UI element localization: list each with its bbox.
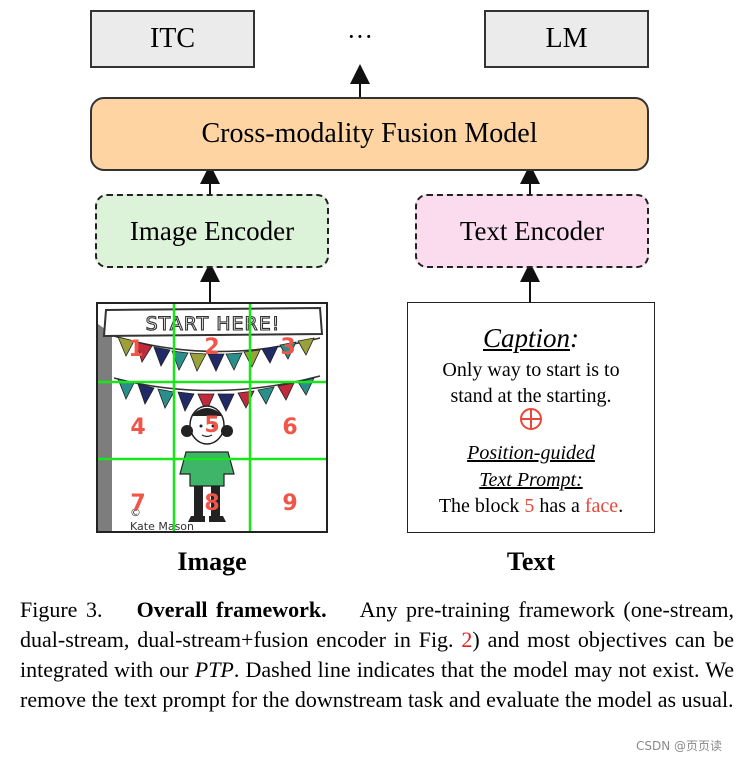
- image-encoder-label: Image Encoder: [129, 215, 295, 246]
- caption-line-1: Only way to start is to: [442, 359, 620, 381]
- sign-text: START HERE!: [146, 313, 281, 335]
- circled-plus-icon: [520, 408, 542, 430]
- figure-caption: Figure 3. Overall framework. Any pre-tra…: [20, 597, 734, 712]
- patch-number-9: 9: [282, 491, 297, 516]
- wall-shadow: [98, 324, 112, 531]
- girl-shirt: [179, 451, 235, 487]
- text-panel-label: Text: [506, 547, 556, 576]
- pennants-row-1: [117, 336, 315, 372]
- patch-number-4: 4: [130, 415, 145, 440]
- lm-objective-box: LM: [484, 10, 649, 68]
- image-encoder-box: Image Encoder: [95, 194, 329, 268]
- caption-title: Caption:: [482, 323, 579, 353]
- itc-objective-box: ITC: [90, 10, 255, 68]
- patch-numbers: 1 2 3 4 5 6 7 8 9: [128, 335, 297, 516]
- figure-number: Figure 3.: [20, 597, 103, 622]
- caption-line-2: stand at the starting.: [450, 385, 612, 407]
- patch-grid: [98, 304, 326, 531]
- prompt-title-line-1: Position-guided: [467, 442, 595, 464]
- text-input-panel: Caption: Only way to start is to stand a…: [407, 302, 655, 533]
- cartoon-illustration: START HERE!: [98, 304, 326, 531]
- patch-number-6: 6: [282, 415, 297, 440]
- fusion-model-label: Cross-modality Fusion Model: [201, 118, 538, 149]
- sign-banner: [102, 306, 324, 338]
- figure-reference-link[interactable]: 2: [461, 627, 473, 652]
- fusion-model-box: Cross-modality Fusion Model: [90, 97, 649, 171]
- prompt-title-line-2: Text Prompt:: [479, 469, 583, 491]
- more-objectives-ellipsis: ···: [347, 22, 373, 51]
- text-encoder-box: Text Encoder: [415, 194, 649, 268]
- copyright-symbol: ©: [130, 506, 141, 519]
- patch-number-2: 2: [204, 335, 219, 360]
- patch-number-5: 5: [204, 413, 219, 438]
- girl-figure: [179, 405, 235, 522]
- lm-label: LM: [545, 23, 588, 54]
- patch-number-7: 7: [130, 491, 145, 516]
- patch-number-1: 1: [128, 337, 143, 362]
- patch-number-3: 3: [280, 335, 295, 360]
- position-prompt-text: The block 5 has a face.: [438, 495, 624, 517]
- prompt-object: face: [584, 495, 619, 517]
- image-input-panel: START HERE!: [96, 302, 328, 533]
- patch-number-8: 8: [204, 491, 219, 516]
- image-panel-label: Image: [177, 547, 247, 576]
- artist-credit: Kate Mason: [130, 520, 194, 531]
- text-encoder-label: Text Encoder: [459, 215, 605, 246]
- itc-label: ITC: [149, 23, 196, 54]
- csdn-watermark: CSDN @页页读: [636, 739, 723, 753]
- caption-bold-title: Overall framework.: [136, 597, 327, 622]
- prompt-block-number: 5: [524, 495, 535, 517]
